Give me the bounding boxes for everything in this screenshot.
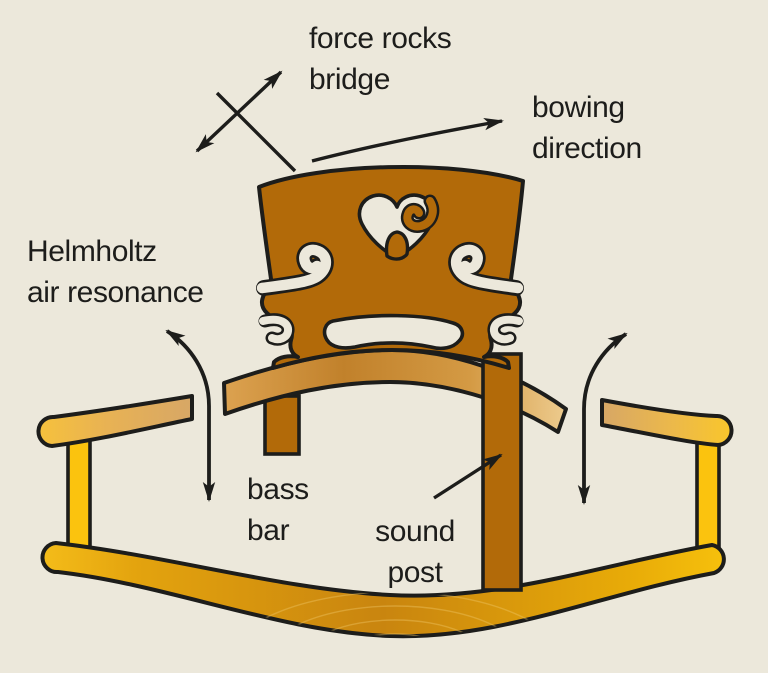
bridge: [256, 164, 525, 370]
bow-line: [215, 91, 297, 173]
top-plate-left-wing: [36, 394, 194, 448]
left-ear-cutout: [256, 241, 334, 296]
heart-cutout: [357, 193, 440, 261]
right-ear-cutout: [448, 241, 524, 296]
bass-bar: [263, 394, 301, 456]
sound-post: [481, 352, 523, 592]
rib-right: [695, 436, 721, 551]
air-flow-arrow-right: [577, 332, 628, 505]
left-leg-notch: [258, 313, 295, 346]
label-force-rocks-bridge: force rocks bridge: [309, 22, 452, 96]
label-sound-post: sound post: [375, 515, 455, 589]
annotation-arrows: [165, 70, 628, 505]
rib-left: [66, 435, 92, 551]
top-plate-right-wing: [600, 398, 734, 447]
air-flow-arrow-left: [165, 329, 216, 502]
sound-post-pointer-arrow: [433, 453, 503, 500]
label-bass-bar: bass bar: [247, 473, 309, 547]
label-bowing-direction: bowing direction: [532, 91, 642, 165]
force-rocking-double-arrow: [195, 70, 283, 153]
kidney-cutout: [322, 313, 465, 351]
label-helmholtz-air-resonance: Helmholtz air resonance: [27, 235, 204, 309]
bowing-direction-arrow: [311, 118, 504, 163]
right-leg-notch: [487, 313, 524, 346]
